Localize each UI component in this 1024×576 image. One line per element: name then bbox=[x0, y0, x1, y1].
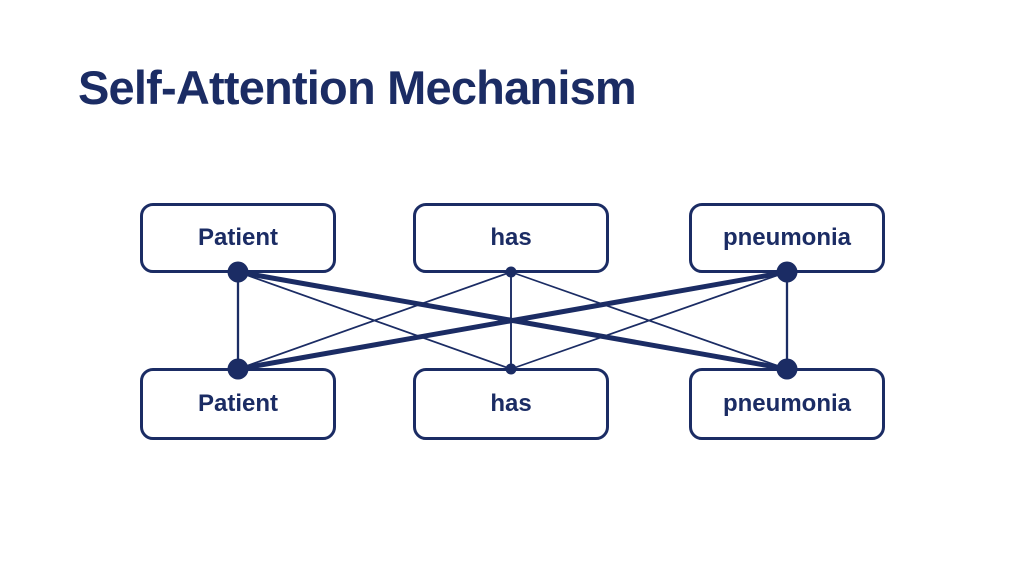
attention-edge-has-pneumonia bbox=[510, 271, 788, 370]
attention-edge-pneumonia-patient bbox=[237, 269, 788, 372]
attention-edge-patient-has bbox=[237, 271, 512, 370]
token-box-bottom-has: has bbox=[413, 368, 609, 440]
token-box-top-has: has bbox=[413, 203, 609, 273]
attention-edge-has-patient bbox=[237, 271, 512, 370]
token-box-bottom-patient: Patient bbox=[140, 368, 336, 440]
token-box-bottom-pneumonia: pneumonia bbox=[689, 368, 885, 440]
token-box-top-patient: Patient bbox=[140, 203, 336, 273]
attention-edge-patient-pneumonia bbox=[237, 269, 788, 372]
token-box-top-pneumonia: pneumonia bbox=[689, 203, 885, 273]
slide-title: Self-Attention Mechanism bbox=[78, 61, 637, 114]
attention-edge-pneumonia-has bbox=[510, 271, 788, 370]
